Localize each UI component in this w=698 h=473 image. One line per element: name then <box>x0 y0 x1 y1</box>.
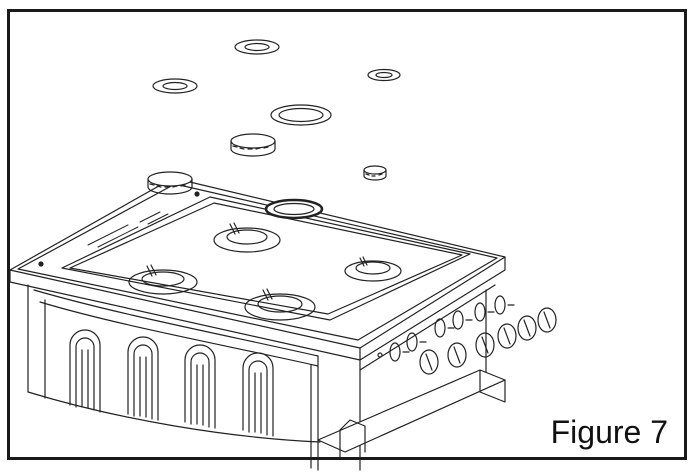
cabinet-body <box>9 256 506 471</box>
knob-3 <box>434 318 455 338</box>
burner-caps <box>152 39 401 126</box>
burner-base-center <box>213 222 281 253</box>
burner-crown-right-small <box>363 165 387 181</box>
burner-cap-center <box>270 104 332 126</box>
vent-arch-2 <box>127 336 159 421</box>
burner-crown-rear-left <box>147 171 200 197</box>
burner-cap-right-small <box>367 68 401 82</box>
knob-cap-3 <box>475 332 495 358</box>
knob-4 <box>452 310 473 330</box>
knob-cap-1 <box>419 349 439 375</box>
knob-cap-4 <box>497 323 517 349</box>
cooktop-tray <box>9 177 506 349</box>
knob-cap-6 <box>537 307 557 333</box>
front-vents <box>69 329 274 437</box>
knob-cap-2 <box>447 342 467 368</box>
figure-caption: Figure 7 <box>550 414 668 450</box>
burner-bases <box>128 222 402 321</box>
burner-cap-top <box>234 39 280 55</box>
control-knobs <box>377 295 557 375</box>
knob-cap-5 <box>517 315 537 341</box>
vent-arch-3 <box>184 344 216 429</box>
burner-crowns <box>230 133 387 181</box>
burner-crown-rear-center <box>264 198 324 220</box>
knob-6 <box>494 295 515 315</box>
burner-crown-center-left <box>230 133 276 157</box>
knob-2 <box>406 332 427 352</box>
burner-base-front <box>244 288 316 321</box>
knob-5 <box>474 302 495 322</box>
vent-arch-1 <box>69 329 101 413</box>
door-handle <box>317 369 506 459</box>
burner-cap-left <box>152 78 198 94</box>
vent-arch-4 <box>242 352 274 437</box>
burner-base-left <box>128 264 198 295</box>
knob-1 <box>377 342 410 362</box>
burner-base-right <box>344 256 402 282</box>
